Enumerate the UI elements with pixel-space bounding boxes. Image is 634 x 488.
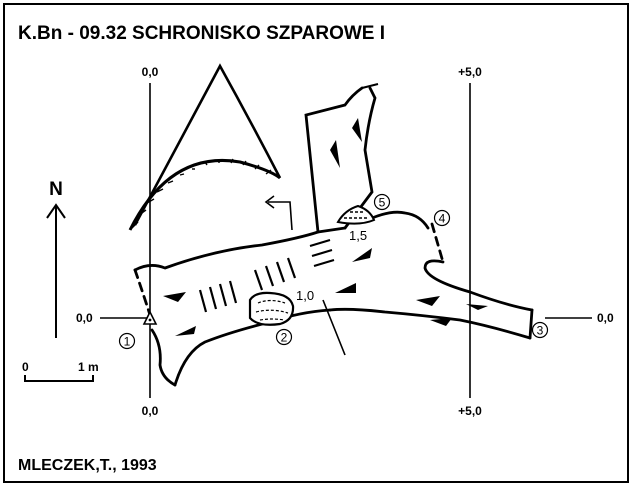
scale-bar [24,375,94,382]
svg-text:5: 5 [379,196,386,210]
profile-label-left-bottom: 0,0 [142,404,159,418]
slope-hachures [198,238,335,313]
profile-label-left-top: 0,0 [142,65,159,79]
north-label: N [49,179,63,200]
point-marker-5: 5 [373,193,391,211]
depression-1 [248,291,295,326]
arrow-west-icon [264,195,293,231]
survey-station-icon [142,310,158,325]
map-title: K.Bn - 09.32 SCHRONISKO SZPAROWE I [18,23,385,44]
chimney-tip-icon [361,83,379,89]
profile-label-right-bottom: +5,0 [458,404,482,418]
rubble-blocks [163,118,488,336]
north-arrow-icon [46,203,66,338]
hatching-drip-line [131,158,272,229]
depression-2 [336,204,376,225]
depth-label-2: 1,5 [349,228,367,243]
profile-label-right-top: +5,0 [458,65,482,79]
profile-label-right-side: 0,0 [597,311,614,325]
point-marker-3: 3 [531,321,549,339]
scale-label-start: 0 [22,360,29,374]
author-credit: MLECZEK,T., 1993 [18,457,157,474]
map-frame [3,3,629,483]
svg-text:4: 4 [439,212,446,226]
svg-text:1: 1 [124,335,131,349]
svg-text:3: 3 [537,324,544,338]
depth-label-1: 1,0 [296,288,314,303]
point-marker-2: 2 [275,328,293,346]
point-marker-1: 1 [118,332,136,350]
profile-label-left-side: 0,0 [76,311,93,325]
point-marker-4: 4 [433,209,451,227]
rock-spur [128,63,282,231]
cave-outline [133,86,534,387]
scale-label-end: 1 m [78,360,99,374]
svg-text:2: 2 [281,331,288,345]
